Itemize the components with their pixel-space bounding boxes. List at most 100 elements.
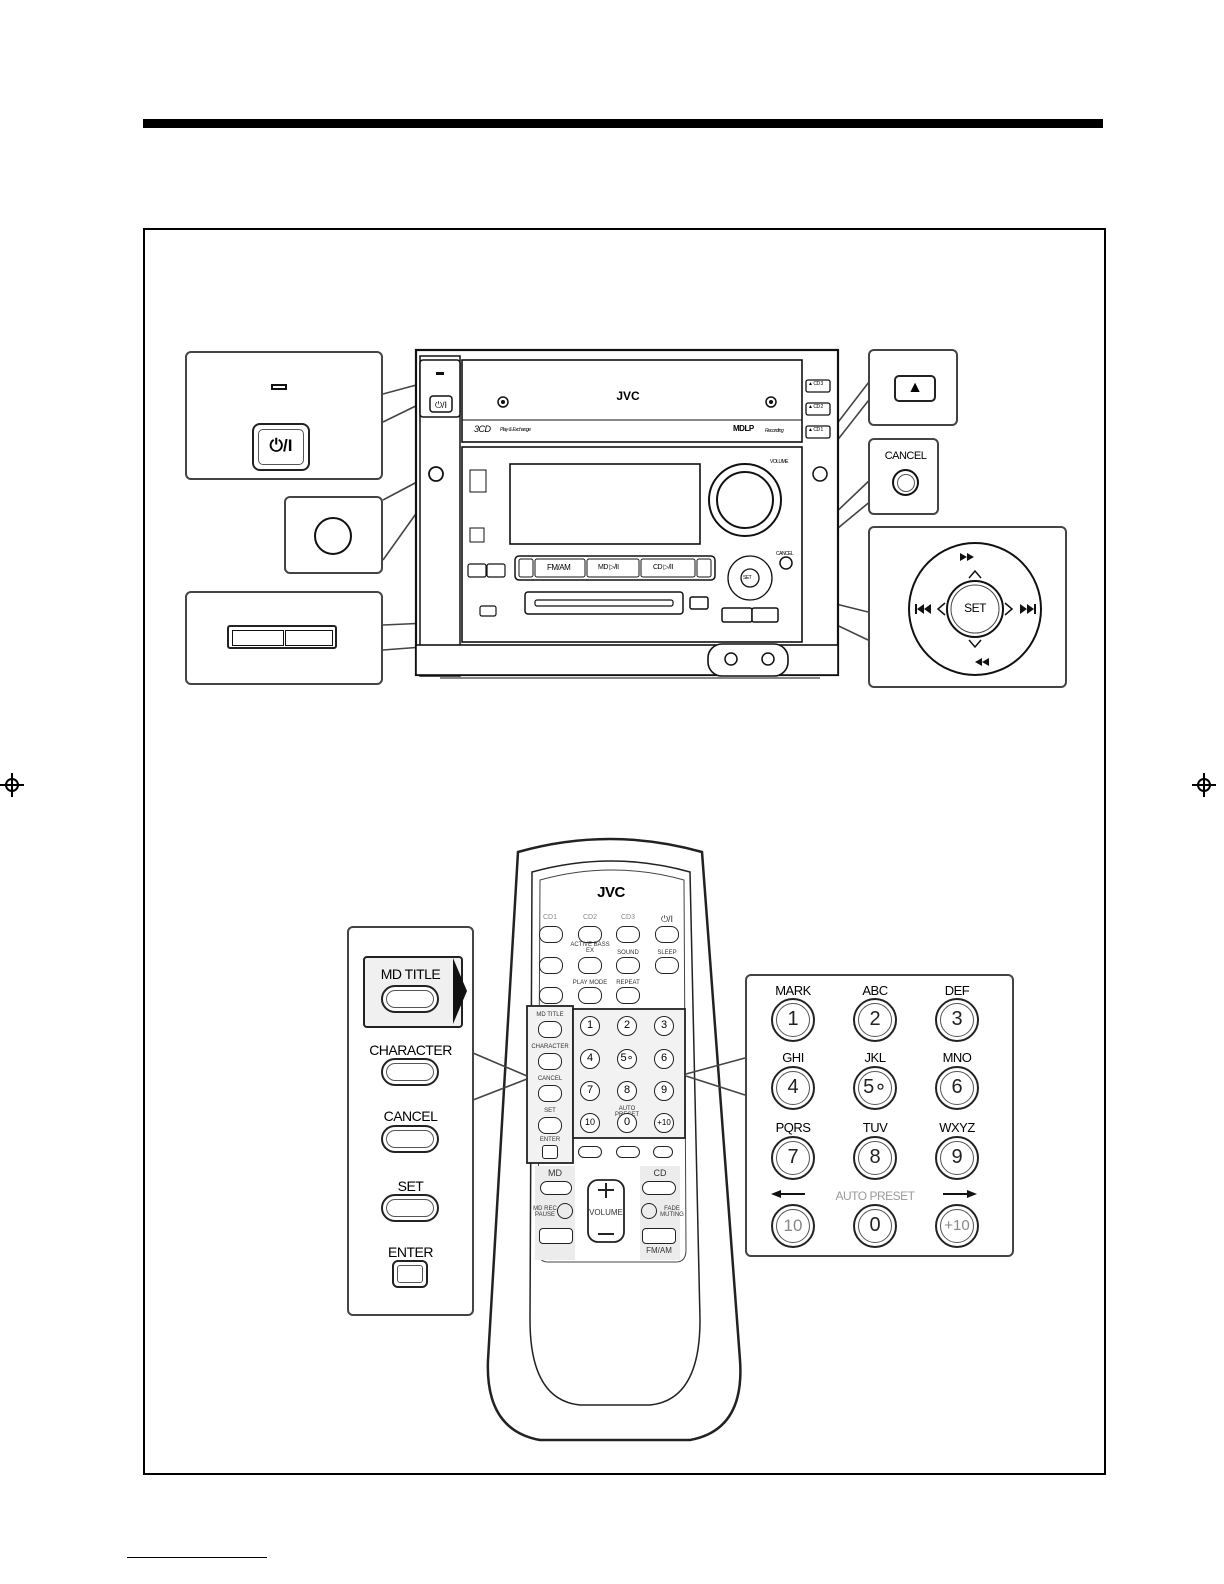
remote-key-9[interactable]: 9 xyxy=(654,1081,674,1101)
remote-set-button[interactable] xyxy=(538,1117,562,1134)
round-button[interactable] xyxy=(314,517,352,555)
remote-enter-button[interactable] xyxy=(542,1145,558,1159)
remote-rewind-button[interactable] xyxy=(578,1146,602,1158)
remote-key-6[interactable]: 6 xyxy=(654,1049,674,1069)
remote-md-rec-pause-button[interactable] xyxy=(557,1203,573,1219)
remote-sound-button[interactable] xyxy=(616,957,640,974)
button-pair-right[interactable] xyxy=(285,630,333,646)
remote-key-8[interactable]: 8 xyxy=(617,1081,637,1101)
unit-disc-button-2[interactable]: ▲ CD 2 xyxy=(808,404,823,410)
remote-button-bottom-left[interactable] xyxy=(539,1228,573,1244)
remote-character-label: CHARACTER xyxy=(531,1044,569,1050)
power-icon: ⏻/I xyxy=(269,436,293,455)
key-0[interactable]: 0 xyxy=(853,1204,897,1248)
remote-cd-play-button[interactable] xyxy=(642,1181,676,1195)
set-button[interactable]: SET xyxy=(964,601,986,615)
remote-cd-label: CD xyxy=(653,1168,667,1178)
remote-md-rec-pause-label: MD REC PAUSE xyxy=(533,1206,557,1218)
remote-key-5[interactable]: 5∘ xyxy=(617,1049,637,1069)
remote-character-button[interactable] xyxy=(538,1053,562,1070)
remote-enter-label: ENTER xyxy=(539,1137,561,1143)
enter-button[interactable] xyxy=(392,1260,428,1288)
remote-cd2-button[interactable] xyxy=(578,926,602,943)
remote-cd3-label: CD3 xyxy=(620,914,635,921)
remote-forward-button[interactable] xyxy=(616,1146,640,1158)
set-label: SET xyxy=(397,1178,424,1194)
arrow-left-icon xyxy=(771,1190,781,1198)
key-7[interactable]: 7 xyxy=(771,1136,815,1180)
unit-cd-label: 3CD xyxy=(474,424,491,434)
registration-mark-right xyxy=(1192,773,1216,797)
character-button[interactable] xyxy=(381,1058,439,1086)
key-3-label: DEF xyxy=(944,983,970,998)
unit-md-label: MDLP xyxy=(733,424,754,433)
rewind-icon xyxy=(975,658,982,666)
remote-md-title-button[interactable] xyxy=(538,1021,562,1038)
button-pair-left[interactable] xyxy=(232,630,284,646)
remote-sleep-button[interactable] xyxy=(655,957,679,974)
key-8[interactable]: 8 xyxy=(853,1136,897,1180)
key-5-label: JKL xyxy=(864,1050,886,1065)
remote-power-button[interactable] xyxy=(655,926,679,943)
remote-power-label: ⏻/I xyxy=(660,914,674,924)
standby-indicator xyxy=(271,384,287,390)
remote-stop-button[interactable] xyxy=(653,1146,673,1158)
remote-cd1-label: CD1 xyxy=(542,914,557,921)
remote-repeat-button[interactable] xyxy=(616,987,640,1004)
remote-active-bass-button[interactable] xyxy=(578,957,602,974)
registration-mark-left xyxy=(0,773,24,797)
remote-fade-muting-button[interactable] xyxy=(641,1203,657,1219)
remote-fmam-button[interactable] xyxy=(642,1228,676,1244)
remote-key-0[interactable]: 0 xyxy=(617,1113,637,1133)
remote-key-plus10[interactable]: +10 xyxy=(654,1113,674,1133)
key-5[interactable]: 5∘ xyxy=(853,1066,897,1110)
remote-key-7[interactable]: 7 xyxy=(580,1081,600,1101)
remote-key-3[interactable]: 3 xyxy=(654,1016,674,1036)
remote-key-1[interactable]: 1 xyxy=(580,1016,600,1036)
svg-text:⏻/I: ⏻/I xyxy=(435,400,447,410)
key-9-label: WXYZ xyxy=(939,1120,975,1135)
remote-md-play-button[interactable] xyxy=(540,1181,572,1195)
remote-play-mode-label: PLAY MODE xyxy=(572,980,608,986)
set-button[interactable] xyxy=(381,1194,439,1222)
remote-cancel-label: CANCEL xyxy=(537,1076,563,1082)
key-6[interactable]: 6 xyxy=(935,1066,979,1110)
cancel-button[interactable] xyxy=(381,1125,439,1153)
key-9[interactable]: 9 xyxy=(935,1136,979,1180)
remote-button-r2c1[interactable] xyxy=(539,957,563,974)
unit-disc-button-3[interactable]: ▲ CD 3 xyxy=(808,381,823,387)
eject-button[interactable]: ▲ xyxy=(894,375,936,402)
key-4-label: GHI xyxy=(782,1050,804,1065)
unit-disc-button-1[interactable]: ▲ CD 1 xyxy=(808,427,823,433)
remote-cd3-button[interactable] xyxy=(616,926,640,943)
remote-button-r3c1[interactable] xyxy=(539,987,563,1004)
key-2-label: ABC xyxy=(862,983,888,998)
preset-arrows xyxy=(771,1190,977,1198)
key-6-label: MNO xyxy=(942,1050,972,1065)
remote-play-mode-button[interactable] xyxy=(578,987,602,1004)
main-unit-diagram: ⏻/I JVC xyxy=(382,348,873,679)
key-4[interactable]: 4 xyxy=(771,1066,815,1110)
power-button[interactable]: ⏻/I xyxy=(252,423,310,471)
remote-key-4[interactable]: 4 xyxy=(580,1049,600,1069)
arrow-right-icon xyxy=(967,1190,977,1198)
key-2[interactable]: 2 xyxy=(853,998,897,1042)
auto-preset-label: AUTO PRESET xyxy=(835,1189,915,1203)
md-title-button[interactable] xyxy=(381,985,439,1013)
remote-cancel-button[interactable] xyxy=(538,1085,562,1102)
unit-set-label: SET xyxy=(743,575,752,581)
key-3[interactable]: 3 xyxy=(935,998,979,1042)
remote-key-2[interactable]: 2 xyxy=(617,1016,637,1036)
key-1[interactable]: 1 xyxy=(771,998,815,1042)
key-10[interactable]: 10 xyxy=(771,1204,815,1248)
remote-key-10[interactable]: 10 xyxy=(580,1113,600,1133)
key-plus10[interactable]: +10 xyxy=(935,1204,979,1248)
callout-button-pair xyxy=(185,591,383,685)
unit-fmam-button[interactable]: FM/AM xyxy=(547,563,571,572)
unit-md-play-button[interactable]: MD ▷/II xyxy=(598,564,619,571)
cancel-button[interactable] xyxy=(892,469,919,496)
unit-cd-play-button[interactable]: CD ▷/II xyxy=(653,564,673,571)
callout-round-button xyxy=(284,496,383,574)
remote-cd1-button[interactable] xyxy=(539,926,563,943)
